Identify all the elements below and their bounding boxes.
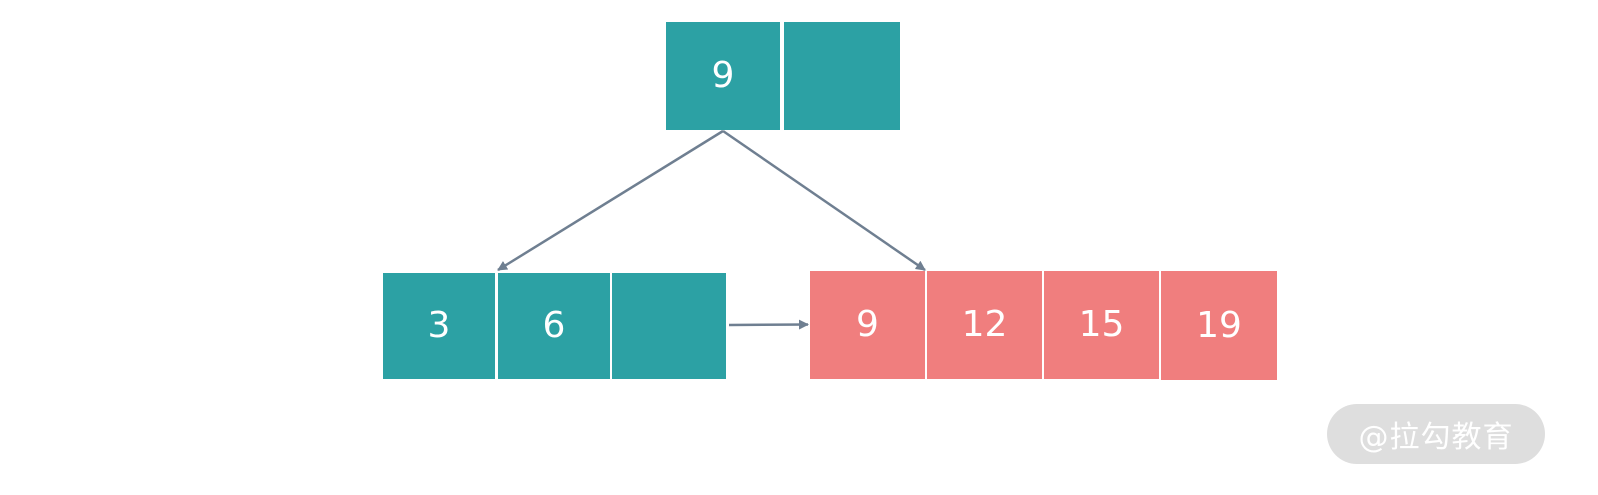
leaf-key-label: 15 [1078,304,1125,345]
watermark-badge: @拉勾教育 [1327,404,1545,464]
leaf-key-cell: 19 [1161,271,1277,380]
leaf-key-label: 19 [1196,304,1242,346]
watermark-text: @拉勾教育 [1358,420,1514,455]
arrow-root-to-right [722,129,926,272]
left-key-cell: 3 [383,273,495,379]
leaf-key-cell: 12 [927,271,1042,379]
left-key-cell: 6 [498,273,610,379]
leaf-key-cell: 9 [810,271,925,379]
leaf-key-label: 12 [961,304,1008,345]
root-key-label: 9 [711,55,735,96]
left-empty-cell [612,273,726,379]
leaf-key-label: 9 [856,304,879,345]
leaf-key-cell: 15 [1044,271,1159,379]
root-key-cell: 9 [666,22,780,130]
left-key-label: 3 [427,305,451,346]
arrow-root-to-left [497,129,724,272]
arrow-left-to-right-sibling [728,319,809,330]
left-key-label: 6 [542,305,566,346]
root-empty-cell [784,22,900,130]
